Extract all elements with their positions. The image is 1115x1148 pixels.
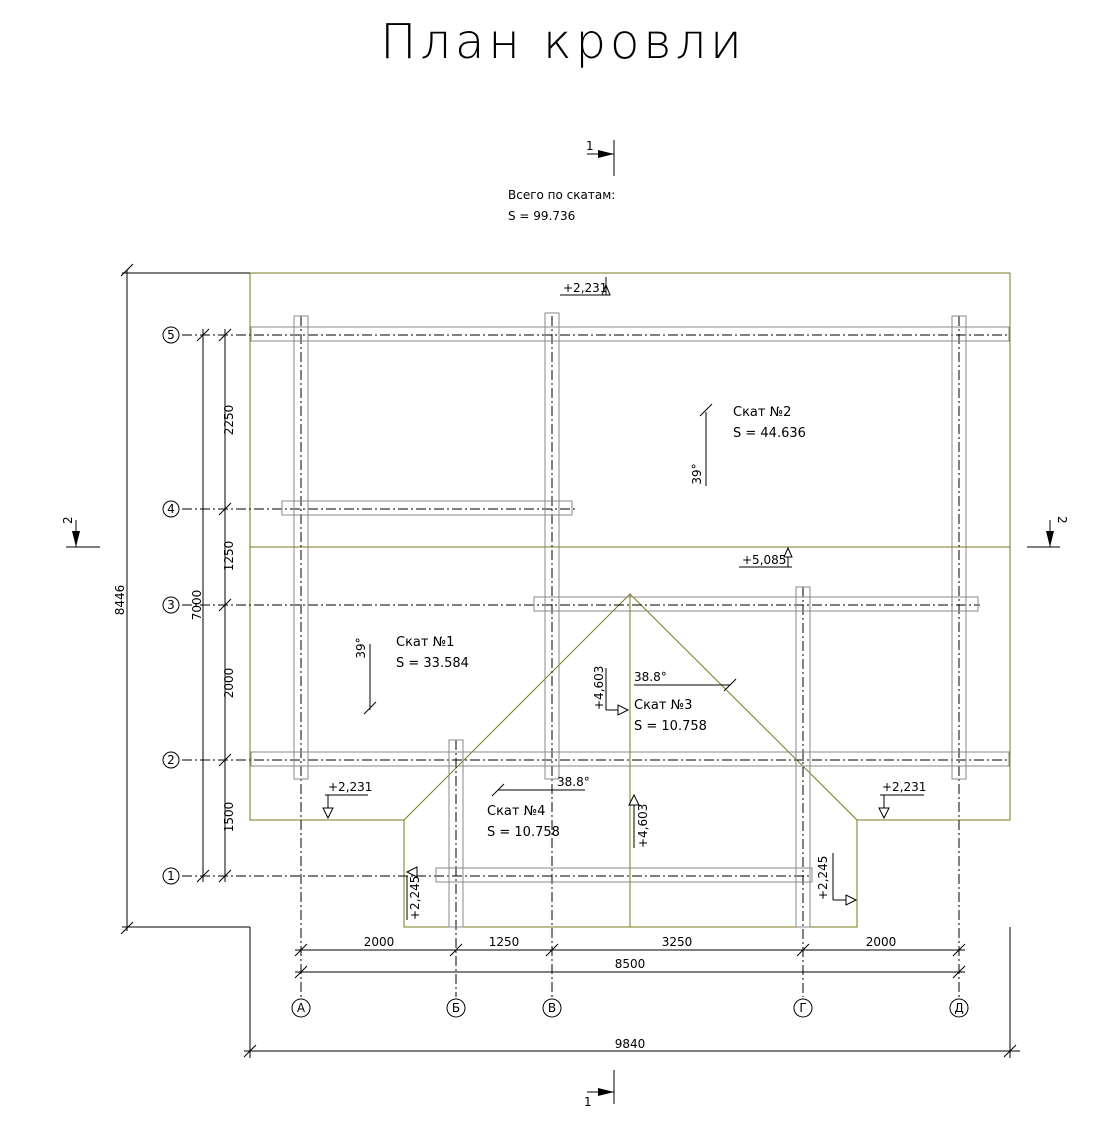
- roof-outline: [249, 272, 1011, 928]
- dim-a-b: 2000: [364, 935, 395, 949]
- svg-text:+2,231: +2,231: [563, 281, 607, 295]
- row-axis-markers: 5 4 3 2 1: [162, 326, 180, 885]
- horizontal-dimensions: 2000 1250 3250 2000 8500 9840: [243, 927, 1020, 1058]
- drawing-title: План кровли: [380, 14, 746, 70]
- axis-row-1-label: 1: [167, 869, 175, 883]
- slope-3-area: S = 10.758: [634, 719, 707, 734]
- dim-3-2: 2000: [222, 668, 236, 699]
- slope-1-name: Скат №1: [396, 635, 454, 650]
- axis-col-a-marker: [291, 998, 311, 1018]
- column-axis-markers: А Б В Г Д: [291, 998, 969, 1018]
- axis-col-b-label: Б: [452, 1001, 460, 1015]
- slope-3: Скат №3 S = 10.758 38.8°: [634, 670, 737, 734]
- dim-b-v: 1250: [489, 935, 520, 949]
- elevation-gable-right: +2,245: [816, 853, 858, 906]
- axis-col-b-marker: [446, 998, 466, 1018]
- svg-text:+2,231: +2,231: [882, 780, 926, 794]
- axis-col-g-label: Г: [799, 1001, 806, 1015]
- elevation-ridge: +5,085: [739, 546, 793, 568]
- dim-4-3: 1250: [222, 541, 236, 572]
- grid-axes: [182, 316, 1010, 997]
- dim-g-d: 2000: [866, 935, 897, 949]
- elevation-gable-ridge-a: +4,603: [592, 666, 630, 716]
- dim-v-g: 3250: [662, 935, 693, 949]
- section-label-2-right: 2: [1055, 516, 1069, 524]
- svg-text:+2,245: +2,245: [816, 856, 830, 900]
- totals-area: S = 99.736: [508, 209, 575, 223]
- elevation-eave-top: +2,231: [560, 277, 611, 296]
- roof-beams: [250, 312, 1010, 928]
- elevation-gable-left: +2,245: [405, 866, 422, 920]
- section-mark-1-bottom: 1: [584, 1070, 615, 1109]
- slope-2: Скат №2 S = 44.636 39°: [690, 403, 806, 486]
- slope-1: Скат №1 S = 33.584 39°: [354, 635, 469, 715]
- elevation-gable-ridge-b: +4,603: [628, 793, 650, 848]
- axis-row-4-marker: [162, 500, 180, 518]
- section-mark-2-right: 2: [1027, 516, 1069, 548]
- axis-row-3-label: 3: [167, 598, 175, 612]
- section-label-2-left: 2: [61, 516, 75, 524]
- section-label-1-bottom: 1: [584, 1095, 592, 1109]
- axis-col-d-label: Д: [954, 1001, 963, 1015]
- axis-row-2-label: 2: [167, 753, 175, 767]
- svg-text:+2,245: +2,245: [408, 876, 422, 920]
- axis-col-v-label: В: [548, 1001, 556, 1015]
- dim-2-1: 1500: [222, 802, 236, 833]
- slope-4-area: S = 10.758: [487, 825, 560, 840]
- svg-text:+2,231: +2,231: [328, 780, 372, 794]
- axis-col-d-marker: [949, 998, 969, 1018]
- slope-3-name: Скат №3: [634, 698, 692, 713]
- axis-row-2-marker: [162, 751, 180, 769]
- svg-text:+5,085: +5,085: [742, 553, 786, 567]
- slope-3-angle: 38.8°: [634, 670, 667, 684]
- section-label-1-top: 1: [586, 139, 594, 153]
- section-mark-2-left: 2: [61, 516, 100, 548]
- svg-text:+4,603: +4,603: [592, 666, 606, 710]
- totals-label: Всего по скатам:: [508, 188, 615, 202]
- axis-col-g-marker: [793, 998, 813, 1018]
- axis-col-a-label: А: [297, 1001, 306, 1015]
- section-mark-1-top: 1: [586, 139, 615, 176]
- axis-row-1-marker: [162, 867, 180, 885]
- dim-overall-height: 8446: [113, 585, 127, 616]
- slope-1-area: S = 33.584: [396, 656, 469, 671]
- elevation-eave-right: +2,231: [878, 780, 926, 820]
- slope-2-area: S = 44.636: [733, 426, 806, 441]
- dim-overall-width: 9840: [615, 1037, 646, 1051]
- axis-row-5-marker: [162, 326, 180, 344]
- elevation-eave-left: +2,231: [322, 780, 372, 820]
- slope-4-name: Скат №4: [487, 804, 545, 819]
- axis-row-4-label: 4: [167, 502, 175, 516]
- slope-2-angle: 39°: [690, 463, 704, 484]
- slope-2-name: Скат №2: [733, 405, 791, 420]
- axis-row-5-label: 5: [167, 328, 175, 342]
- axis-col-v-marker: [542, 998, 562, 1018]
- dim-total-rows: 7000: [190, 590, 204, 621]
- dim-total-columns: 8500: [615, 957, 646, 971]
- svg-text:+4,603: +4,603: [636, 804, 650, 848]
- slope-4-angle: 38.8°: [557, 775, 590, 789]
- vertical-dimensions: 2250 1250 2000 1500 7000 8446: [113, 263, 251, 1058]
- slope-4: Скат №4 S = 10.758 38.8°: [487, 775, 590, 840]
- dim-5-4: 2250: [222, 405, 236, 436]
- slope-1-angle: 39°: [354, 637, 368, 658]
- axis-row-3-marker: [162, 596, 180, 614]
